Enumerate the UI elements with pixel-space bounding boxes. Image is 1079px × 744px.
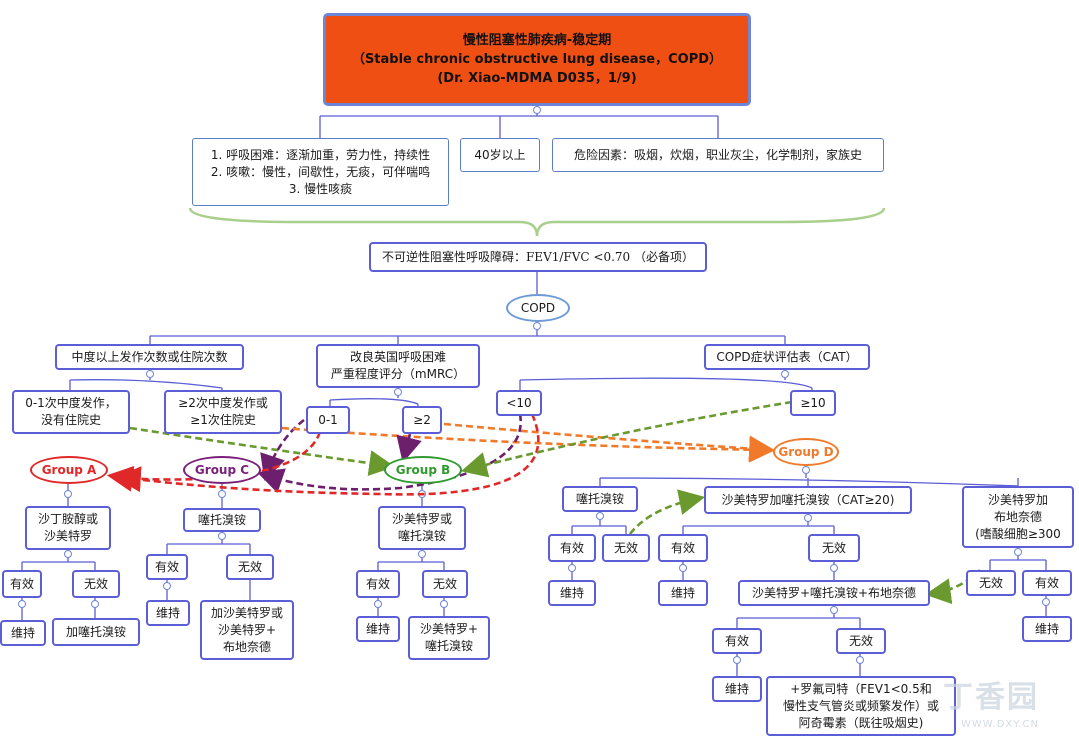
group-d-option-3-maintain: 维持 <box>1022 616 1072 642</box>
group-d-triple-maintain: 维持 <box>712 676 762 702</box>
age-box: 40岁以上 <box>460 138 540 172</box>
group-d-triple-ineffective: 无效 <box>836 628 886 654</box>
group-a-maintain: 维持 <box>0 620 46 646</box>
group-d-option-1-effective: 有效 <box>548 534 596 562</box>
mmrc-low-box: 0-1 <box>306 406 350 434</box>
group-a: Group A <box>30 456 108 484</box>
title-line-2: （Stable chronic obstructive lung disease… <box>351 52 723 67</box>
risk-factors-box: 危险因素：吸烟，炊烟，职业灰尘，化学制剂，家族史 <box>552 138 884 172</box>
group-d-option-3-effective: 有效 <box>1022 570 1072 596</box>
group-b-maintain: 维持 <box>356 616 400 642</box>
group-d-option-1-ineffective: 无效 <box>602 534 650 562</box>
group-c: Group C <box>183 456 261 484</box>
group-d-option-2-ineffective: 无效 <box>808 534 860 562</box>
mmrc-high-box: ≥2 <box>402 406 442 434</box>
group-a-effective: 有效 <box>2 570 42 598</box>
group-d-option-1: 噻托溴铵 <box>562 486 638 512</box>
exacerbation-high-box: ≥2次中度发作或 ≥1次住院史 <box>164 390 282 434</box>
group-d-option-2-effective: 有效 <box>658 534 708 562</box>
group-a-add: 加噻托溴铵 <box>52 618 140 646</box>
cat-box: COPD症状评估表（CAT） <box>704 344 870 370</box>
group-a-drug: 沙丁胺醇或 沙美特罗 <box>25 506 111 550</box>
group-d-triple-therapy: 沙美特罗+噻托溴铵+布地奈德 <box>738 580 930 606</box>
arrow-a-green <box>129 426 396 477</box>
symptoms-box: 1. 呼吸困难：逐渐加重，劳力性，持续性 2. 咳嗽：慢性，间歇性，无痰，可伴喘… <box>192 138 449 206</box>
mmrc-box: 改良英国呼吸困难 严重程度评分（mMRC） <box>316 344 480 388</box>
title-line-1: 慢性阻塞性肺疾病-稳定期 <box>462 33 612 48</box>
group-c-add: 加沙美特罗或 沙美特罗+ 布地奈德 <box>200 600 294 660</box>
brace <box>188 207 886 237</box>
arrow-mmrc-low-a <box>114 431 322 493</box>
group-d: Group D <box>773 438 839 466</box>
group-b-add: 沙美特罗+ 噻托溴铵 <box>408 616 490 660</box>
arrow-cat-high-b <box>460 400 793 478</box>
arrow-cat-low-c <box>257 413 523 494</box>
group-c-maintain: 维持 <box>146 600 190 626</box>
group-d-option-3: 沙美特罗加 布地奈德 (嗜酸细胞≥300 <box>962 486 1074 548</box>
group-b: Group B <box>384 456 462 484</box>
title-box: 慢性阻塞性肺疾病-稳定期 （Stable chronic obstructive… <box>323 13 751 106</box>
arrow-mmrc-high-d <box>443 422 776 462</box>
collapse-markers <box>18 106 1050 664</box>
group-b-effective: 有效 <box>356 570 400 598</box>
spirometry-box: 不可逆性阻塞性呼吸障碍：FEV1/FVC <0.70 （必备项） <box>369 242 707 272</box>
watermark-logo: 丁香园 <box>943 680 1039 715</box>
group-d-option-1-maintain: 维持 <box>548 580 596 606</box>
title-line-3: (Dr. Xiao-MDMA D035，1/9) <box>437 71 637 86</box>
group-d-option-3-ineffective: 无效 <box>966 570 1016 596</box>
arrow-cat-low-a <box>106 413 540 496</box>
exacerbation-low-box: 0-1次中度发作， 没有住院史 <box>12 390 130 434</box>
group-c-ineffective: 无效 <box>226 554 274 580</box>
group-d-final-addon: +罗氟司特（FEV1<0.5和 慢性支气管炎或频繁发作）或 阿奇霉素（既往吸烟史… <box>766 676 956 736</box>
cat-low-box: <10 <box>496 390 542 416</box>
arrow-mmrc-high-b <box>396 433 422 464</box>
group-b-ineffective: 无效 <box>422 570 468 598</box>
group-b-drug: 沙美特罗或 噻托溴铵 <box>378 506 466 550</box>
watermark-url: WWW.DXY.CN <box>961 719 1039 730</box>
group-c-drug: 噻托溴铵 <box>183 508 261 532</box>
group-d-option-2-maintain: 维持 <box>658 580 708 606</box>
group-d-triple-effective: 有效 <box>712 628 762 654</box>
exacerbation-box: 中度以上发作次数或住院次数 <box>55 344 244 370</box>
arrow-opt1-opt2 <box>628 489 706 535</box>
group-c-effective: 有效 <box>146 554 188 580</box>
copd-node: COPD <box>506 294 570 322</box>
cat-high-box: ≥10 <box>790 390 836 416</box>
group-d-option-2: 沙美特罗加噻托溴铵（CAT≥20) <box>704 486 912 514</box>
group-a-ineffective: 无效 <box>72 570 120 598</box>
